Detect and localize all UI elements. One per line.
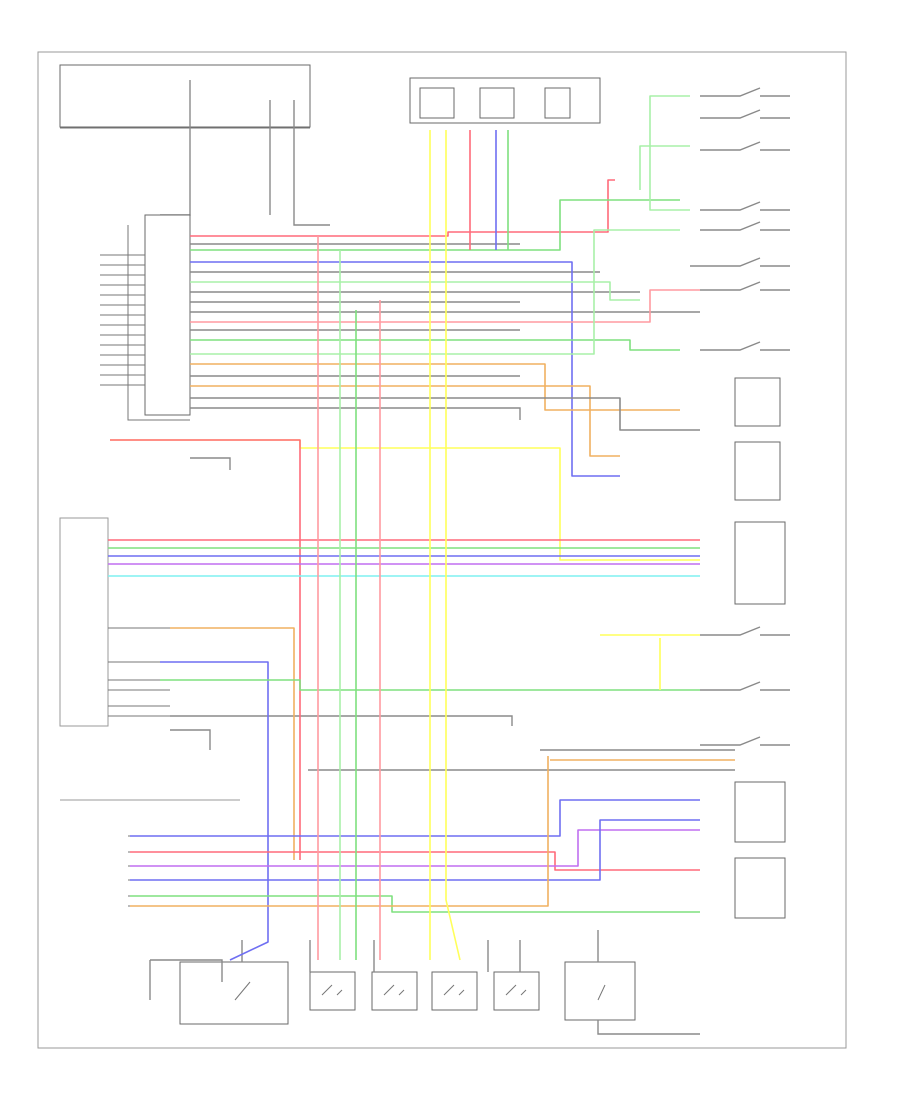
- wire-blue-22: [130, 799, 700, 837]
- bottom-relay-box: [564, 961, 636, 1021]
- wire-lightgreen-28: [649, 95, 690, 211]
- bottom-sensor-2: [371, 971, 418, 1011]
- wire-orange-18: [170, 627, 295, 860]
- wire-green-6: [190, 339, 680, 351]
- colored-wires: [108, 95, 735, 961]
- relay-box-1: [734, 377, 781, 427]
- wire-orange-8: [190, 363, 680, 411]
- bottom-sensor-3: [431, 971, 478, 1011]
- wire-red-23: [130, 851, 700, 871]
- control-sensor-wire: [170, 729, 211, 750]
- wire-red-1: [190, 179, 615, 237]
- wire-orange-9: [190, 385, 620, 457]
- control-unit-pins: [108, 627, 170, 717]
- control-unit-box: [59, 517, 109, 727]
- bottom-switch-box-1: [179, 961, 289, 1025]
- wire-green-26: [130, 895, 700, 913]
- connector-ground-bus: [127, 225, 190, 421]
- main-connector-block: [144, 214, 191, 416]
- wire-green-20: [160, 679, 700, 691]
- wire-green-2: [190, 199, 680, 251]
- wire-gray-10: [190, 397, 700, 431]
- diagram-border: [37, 51, 847, 1049]
- control-ground-wire: [170, 715, 513, 726]
- bottom-sensor-1: [309, 971, 356, 1011]
- connector-pin-lines: [100, 254, 145, 386]
- wire-orange-27: [130, 756, 549, 907]
- ignition-switch-section-3: [544, 87, 571, 119]
- wire-lightgreen-7: [190, 229, 680, 355]
- right-lower-switches: [308, 626, 790, 771]
- bottom-sensor-4: [493, 971, 540, 1011]
- wire-blue-19: [160, 661, 269, 961]
- wire-blue-25: [130, 819, 700, 881]
- bottom-switch-symbols: [234, 981, 606, 1001]
- bottom-drop-wires: [149, 930, 700, 1035]
- wire-lightgreen-29: [639, 145, 690, 190]
- wire-yellow-31: [445, 130, 461, 961]
- right-switch-column: [690, 87, 790, 351]
- sensor-box-2: [734, 857, 786, 919]
- sensor-box-1: [734, 781, 786, 843]
- gray-bus-wires: [190, 243, 700, 470]
- wire-blue-3: [190, 261, 620, 477]
- ignition-switch-section-1: [419, 87, 455, 119]
- ignition-switch-section-2: [479, 87, 515, 119]
- wire-pink-5: [190, 289, 700, 323]
- wire-violet-24: [130, 829, 700, 867]
- wire-lightgreen-4: [190, 281, 640, 301]
- data-link-connector: [734, 521, 786, 605]
- fuse-feed-wire-3: [293, 100, 330, 226]
- fuse-panel-box: [59, 64, 311, 128]
- relay-box-2: [734, 441, 781, 501]
- wire-red-12: [110, 439, 301, 860]
